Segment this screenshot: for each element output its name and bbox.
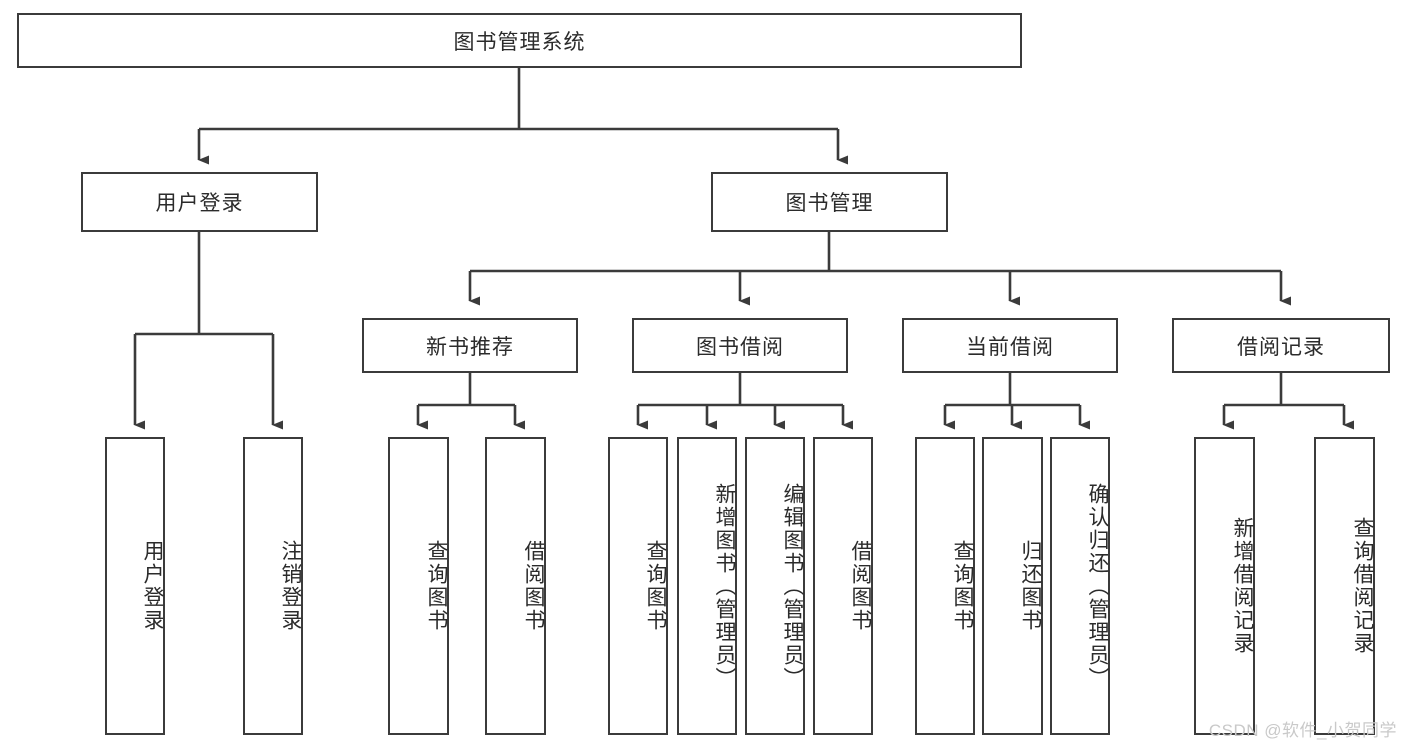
node-new-book-recommend[interactable]: 新书推荐 [362, 318, 578, 373]
node-current-borrow[interactable]: 当前借阅 [902, 318, 1118, 373]
node-leaf-borrow-book-1-label: 借阅图书 [522, 540, 545, 632]
node-current-borrow-label: 当前借阅 [966, 335, 1054, 359]
node-leaf-logout-login[interactable]: 注销登录 [243, 437, 303, 735]
node-leaf-query-book-2-label: 查询图书 [644, 540, 667, 632]
node-leaf-query-record[interactable]: 查询借阅记录 [1314, 437, 1375, 735]
node-leaf-user-login[interactable]: 用户登录 [105, 437, 165, 735]
node-leaf-edit-book-label: 编辑图书（管理员） [781, 482, 804, 690]
node-leaf-add-book-label: 新增图书（管理员） [713, 482, 736, 690]
node-leaf-query-book-3-label: 查询图书 [951, 540, 974, 632]
node-book-management[interactable]: 图书管理 [711, 172, 948, 232]
node-user-login[interactable]: 用户登录 [81, 172, 318, 232]
node-leaf-query-record-label: 查询借阅记录 [1351, 517, 1374, 655]
node-root-book-management-system[interactable]: 图书管理系统 [17, 13, 1022, 68]
node-leaf-query-book-1-label: 查询图书 [425, 540, 448, 632]
node-borrow-record[interactable]: 借阅记录 [1172, 318, 1390, 373]
node-leaf-query-book-1[interactable]: 查询图书 [388, 437, 449, 735]
node-leaf-query-book-2[interactable]: 查询图书 [608, 437, 668, 735]
node-root-label: 图书管理系统 [453, 30, 586, 54]
node-leaf-confirm-return[interactable]: 确认归还（管理员） [1050, 437, 1110, 735]
node-leaf-query-book-3[interactable]: 查询图书 [915, 437, 975, 735]
node-new-book-recommend-label: 新书推荐 [426, 335, 514, 359]
node-leaf-borrow-book-2-label: 借阅图书 [849, 540, 872, 632]
node-book-management-label: 图书管理 [785, 192, 874, 215]
node-user-login-label: 用户登录 [155, 192, 244, 215]
node-leaf-return-book[interactable]: 归还图书 [982, 437, 1043, 735]
node-leaf-logout-login-label: 注销登录 [279, 540, 302, 632]
node-leaf-confirm-return-label: 确认归还（管理员） [1086, 482, 1109, 690]
node-leaf-edit-book[interactable]: 编辑图书（管理员） [745, 437, 805, 735]
node-leaf-add-record[interactable]: 新增借阅记录 [1194, 437, 1255, 735]
node-leaf-borrow-book-1[interactable]: 借阅图书 [485, 437, 546, 735]
node-leaf-borrow-book-2[interactable]: 借阅图书 [813, 437, 873, 735]
node-leaf-add-book[interactable]: 新增图书（管理员） [677, 437, 737, 735]
node-leaf-user-login-label: 用户登录 [141, 540, 164, 632]
node-leaf-add-record-label: 新增借阅记录 [1231, 517, 1254, 655]
node-borrow-record-label: 借阅记录 [1237, 335, 1325, 359]
node-leaf-return-book-label: 归还图书 [1019, 540, 1042, 632]
node-book-borrow[interactable]: 图书借阅 [632, 318, 848, 373]
node-book-borrow-label: 图书借阅 [696, 335, 784, 359]
